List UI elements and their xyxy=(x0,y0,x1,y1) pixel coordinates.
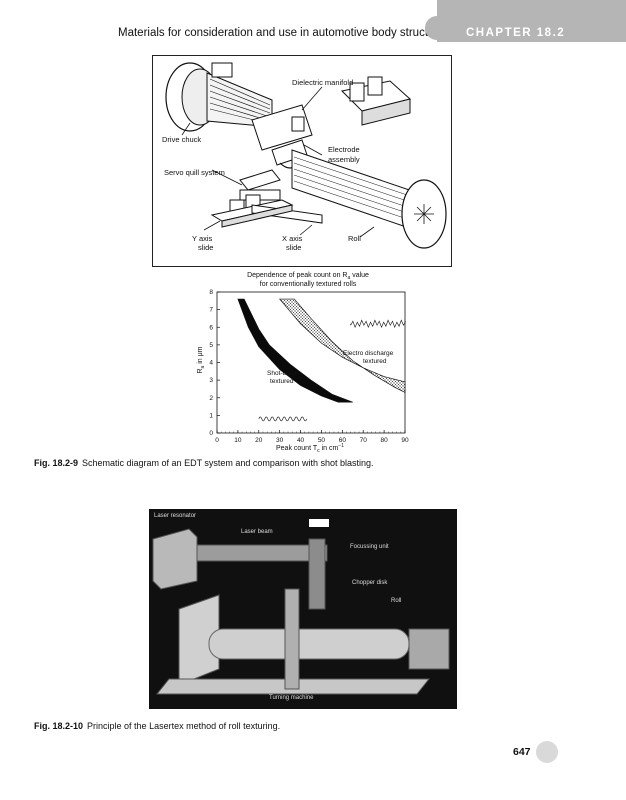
page-number: 647 xyxy=(513,746,531,758)
annotation-shot-1: Shot-blast xyxy=(267,370,296,377)
y-tick-label: 0 xyxy=(209,430,213,437)
caption-text: Principle of the Lasertex method of roll… xyxy=(87,721,281,731)
y-tick-label: 7 xyxy=(209,307,213,314)
series-band-1 xyxy=(278,298,406,394)
dielectric-manifold-drawing xyxy=(340,76,412,126)
y-tick-label: 3 xyxy=(209,377,213,384)
label-assembly: assembly xyxy=(328,155,360,164)
y-tick-label: 5 xyxy=(209,342,213,349)
peak-count-chart: Dependence of peak count on Ra value for… xyxy=(197,272,409,453)
electrode-assembly-drawing xyxy=(251,104,313,169)
label-laser-resonator: Laser resonator xyxy=(154,513,197,519)
label-focussing-unit: Focussing unit xyxy=(350,544,389,550)
roll-drawing xyxy=(291,149,447,249)
label-roll: Roll xyxy=(391,598,402,604)
x-tick-label: 30 xyxy=(276,437,284,444)
plot-area: 0 10 20 30 40 50 60 70 80 90 0 1 2 3 4 5 6 7 8 xyxy=(209,289,409,444)
x-tick-label: 60 xyxy=(339,437,347,444)
chart-xlabel: Peak count Tc in cm−1 xyxy=(276,443,344,453)
annotation-shot-2: textured xyxy=(270,378,294,385)
label-x-axis: X axis xyxy=(282,234,303,243)
label-turning-machine: Turning machine xyxy=(269,695,314,701)
series-band-0 xyxy=(237,298,353,403)
x-tick-label: 0 xyxy=(215,437,219,444)
caption-number: Fig. 18.2-9 xyxy=(34,458,79,468)
edt-system-diagram: Dielectric manifold Drive chuck Electrod… xyxy=(152,55,452,267)
lasertex-machine-drawing xyxy=(149,509,457,709)
annotation-edt-1: Electro discharge xyxy=(343,350,394,357)
label-dielectric-manifold: Dielectric manifold xyxy=(292,78,353,87)
label-y-axis: Y axis xyxy=(192,234,213,243)
y-tick-label: 8 xyxy=(209,289,213,296)
x-tick-label: 20 xyxy=(255,437,263,444)
page-tab xyxy=(536,741,558,763)
label-servo-quill: Servo quill system xyxy=(164,168,225,177)
x-tick-label: 80 xyxy=(380,437,388,444)
label-roll: Roll xyxy=(348,234,361,243)
drive-chuck-drawing xyxy=(165,62,273,132)
chapter-tab xyxy=(425,0,626,42)
y-tick-label: 4 xyxy=(209,360,213,367)
annotation-edt-2: textured xyxy=(363,358,387,365)
caption-text: Schematic diagram of an EDT system and c… xyxy=(82,458,374,468)
label-chopper-disk: Chopper disk xyxy=(352,580,388,586)
label-drive-chuck: Drive chuck xyxy=(162,135,201,144)
y-tick-label: 6 xyxy=(209,324,213,331)
running-header: Materials for consideration and use in a… xyxy=(118,27,451,39)
chart-title-line1: Dependence of peak count on Ra value xyxy=(247,272,369,281)
x-tick-label: 50 xyxy=(318,437,326,444)
label-electrode: Electrode xyxy=(328,145,360,154)
lasertex-photo: Laser resonator Laser beam Focussing uni… xyxy=(149,509,457,709)
x-tick-label: 10 xyxy=(234,437,242,444)
x-tick-label: 70 xyxy=(360,437,368,444)
chart-title-line2: for conventionally textured rolls xyxy=(260,281,357,288)
y-tick-label: 2 xyxy=(209,395,213,402)
x-tick-label: 90 xyxy=(401,437,409,444)
label-y-slide: slide xyxy=(198,243,213,252)
chart-ylabel: Ra in μm xyxy=(197,346,206,373)
xy-slides-drawing xyxy=(210,199,323,228)
label-x-slide: slide xyxy=(286,243,301,252)
chapter-label: CHAPTER 18.2 xyxy=(466,27,566,39)
x-tick-label: 40 xyxy=(297,437,305,444)
shot-profile-trace xyxy=(258,416,308,422)
edt-profile-trace xyxy=(350,319,406,329)
caption-number: Fig. 18.2-10 xyxy=(34,721,84,731)
y-tick-label: 1 xyxy=(209,412,213,419)
label-laser-beam: Laser beam xyxy=(241,529,273,535)
